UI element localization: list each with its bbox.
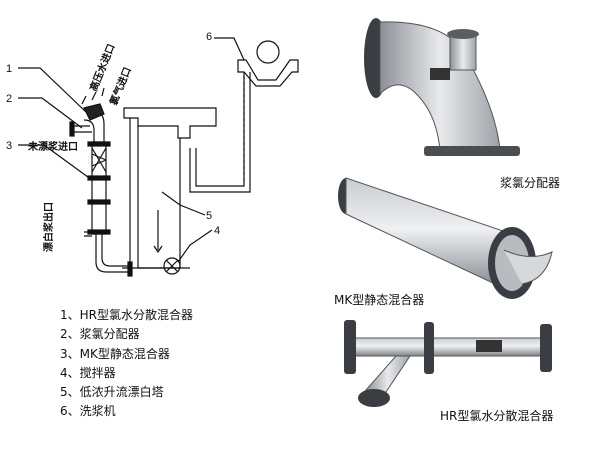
component-legend: 1、HR型氯水分散混合器 2、浆氯分配器 3、MK型静态混合器 4、搅拌器 5、… (60, 306, 193, 422)
legend-item-6: 6、洗浆机 (60, 404, 116, 419)
callout-leader-1 (18, 67, 87, 113)
callout-leader-2 (18, 97, 83, 129)
caption-hr-mixer: HR型氯水分散混合器 (440, 409, 554, 423)
callout-2: 2 (6, 93, 12, 105)
washer-machine (237, 40, 299, 87)
label-high-pressure-water-inlet: 高压水进口 (87, 42, 118, 93)
photo-mk-mixer (338, 177, 553, 299)
agitator (163, 257, 181, 275)
legend-item-3: 3、MK型静态混合器 (60, 346, 170, 361)
callout-6: 6 (206, 31, 212, 43)
mixer-column (69, 103, 133, 277)
callout-4: 4 (214, 225, 220, 237)
callout-leader-5 (161, 191, 206, 216)
photo-distributor (364, 18, 520, 156)
callout-1: 1 (6, 63, 12, 75)
label-pulp-outlet: 漂白浆出口 (42, 202, 55, 253)
legend-item-2: 2、浆氯分配器 (60, 327, 140, 342)
label-pulp-inlet: 未漂浆进口 (27, 140, 78, 153)
legend-item-1: 1、HR型氯水分散混合器 (60, 308, 193, 322)
callout-leader-3 (18, 144, 93, 181)
process-schematic: 1 2 3 4 5 6 高压水进口 氯气进口 未漂浆进口 漂白浆出口 (6, 31, 299, 277)
callout-leader-6 (214, 37, 245, 61)
legend-item-4: 4、搅拌器 (60, 365, 116, 380)
caption-mk-mixer: MK型静态混合器 (334, 293, 425, 307)
caption-distributor: 浆氯分配器 (500, 176, 561, 190)
bleaching-tower (122, 107, 217, 269)
washer-pipe (189, 72, 251, 193)
callout-leader-4 (177, 229, 213, 263)
legend-item-5: 5、低浓升流漂白塔 (60, 385, 164, 400)
label-chlorine-gas-inlet: 氯气进口 (107, 65, 134, 107)
callout-5: 5 (206, 210, 212, 222)
photo-hr-mixer (344, 320, 552, 407)
product-photos (338, 18, 553, 407)
callout-3: 3 (6, 140, 12, 152)
